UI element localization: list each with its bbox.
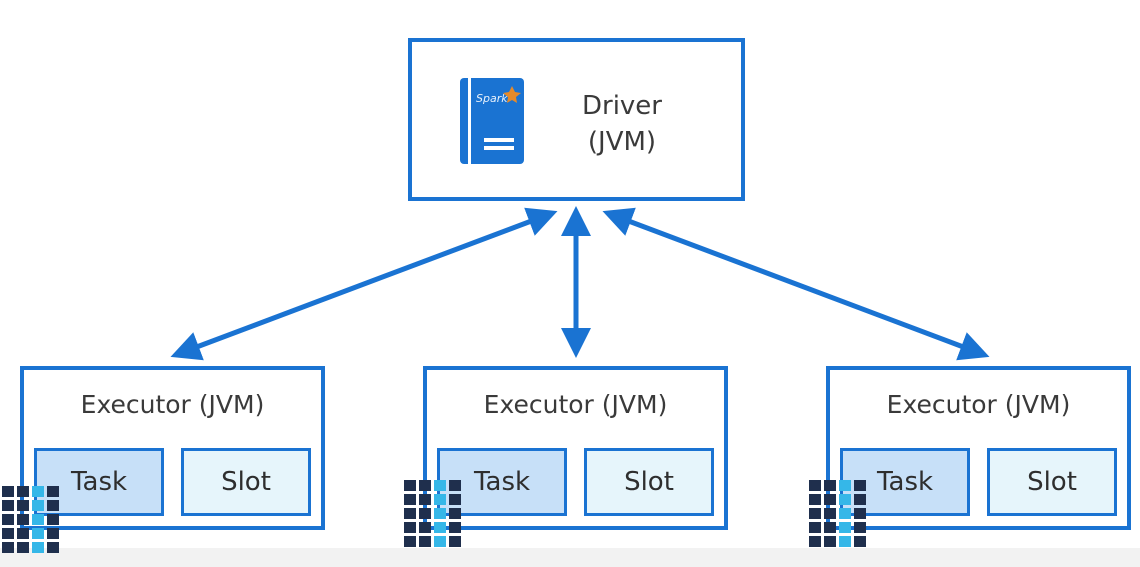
grid-cell xyxy=(17,500,29,511)
grid-cell xyxy=(404,494,416,505)
grid-cell xyxy=(434,494,446,505)
grid-cell xyxy=(809,480,821,491)
grid-cell xyxy=(854,536,866,547)
grid-cell xyxy=(854,494,866,505)
grid-cell xyxy=(824,522,836,533)
grid-cell xyxy=(47,514,59,525)
grid-cell xyxy=(824,508,836,519)
grid-cell xyxy=(32,500,44,511)
grid-cell xyxy=(419,536,431,547)
slot-cell: Slot xyxy=(181,448,311,516)
grid-cell xyxy=(839,508,851,519)
arrow-driver-executor-3 xyxy=(602,207,990,361)
grid-cell xyxy=(419,522,431,533)
grid-cell xyxy=(17,528,29,539)
grid-cell xyxy=(47,500,59,511)
grid-cell xyxy=(809,522,821,533)
driver-box: Spark Driver (JVM) xyxy=(408,38,745,201)
grid-cell xyxy=(2,528,14,539)
grid-cell xyxy=(824,494,836,505)
grid-cell xyxy=(32,514,44,525)
spark-logo-text: Spark xyxy=(476,92,508,105)
grid-cell xyxy=(824,536,836,547)
driver-title: Driver xyxy=(581,91,662,121)
data-grid-icon xyxy=(809,480,866,547)
grid-cell xyxy=(47,542,59,553)
grid-cell xyxy=(32,486,44,497)
spark-book-icon: Spark xyxy=(460,78,524,164)
grid-cell xyxy=(824,480,836,491)
executor-title: Executor (JVM) xyxy=(483,390,668,419)
grid-cell xyxy=(854,480,866,491)
slot-cell: Slot xyxy=(584,448,714,516)
grid-cell xyxy=(839,522,851,533)
grid-cell xyxy=(809,536,821,547)
executor-title: Executor (JVM) xyxy=(886,390,1071,419)
grid-cell xyxy=(47,486,59,497)
grid-cell xyxy=(419,508,431,519)
executor-box-3: Executor (JVM) Task Slot xyxy=(826,366,1131,530)
driver-label: Driver (JVM) xyxy=(562,88,682,160)
arrow-driver-executor-1 xyxy=(170,207,558,361)
bottom-band xyxy=(0,548,1140,567)
grid-cell xyxy=(449,522,461,533)
driver-subtitle: (JVM) xyxy=(587,127,657,157)
grid-cell xyxy=(2,500,14,511)
grid-cell xyxy=(419,494,431,505)
executor-title: Executor (JVM) xyxy=(80,390,265,419)
data-grid-icon xyxy=(404,480,461,547)
grid-cell xyxy=(839,494,851,505)
slot-cell: Slot xyxy=(987,448,1117,516)
grid-cell xyxy=(434,536,446,547)
grid-cell xyxy=(854,508,866,519)
grid-cell xyxy=(449,508,461,519)
grid-cell xyxy=(17,486,29,497)
grid-cell xyxy=(404,522,416,533)
data-grid-icon xyxy=(2,486,59,553)
grid-cell xyxy=(449,536,461,547)
grid-cell xyxy=(47,528,59,539)
grid-cell xyxy=(434,522,446,533)
grid-cell xyxy=(404,480,416,491)
grid-cell xyxy=(839,480,851,491)
grid-cell xyxy=(2,514,14,525)
executor-box-1: Executor (JVM) Task Slot xyxy=(20,366,325,530)
grid-cell xyxy=(434,508,446,519)
grid-cell xyxy=(2,542,14,553)
grid-cell xyxy=(809,494,821,505)
grid-cell xyxy=(449,480,461,491)
grid-cell xyxy=(32,542,44,553)
grid-cell xyxy=(404,508,416,519)
grid-cell xyxy=(2,486,14,497)
executor-box-2: Executor (JVM) Task Slot xyxy=(423,366,728,530)
grid-cell xyxy=(404,536,416,547)
grid-cell xyxy=(449,494,461,505)
grid-cell xyxy=(17,514,29,525)
grid-cell xyxy=(32,528,44,539)
grid-cell xyxy=(809,508,821,519)
grid-cell xyxy=(17,542,29,553)
grid-cell xyxy=(839,536,851,547)
grid-cell xyxy=(419,480,431,491)
grid-cell xyxy=(854,522,866,533)
grid-cell xyxy=(434,480,446,491)
